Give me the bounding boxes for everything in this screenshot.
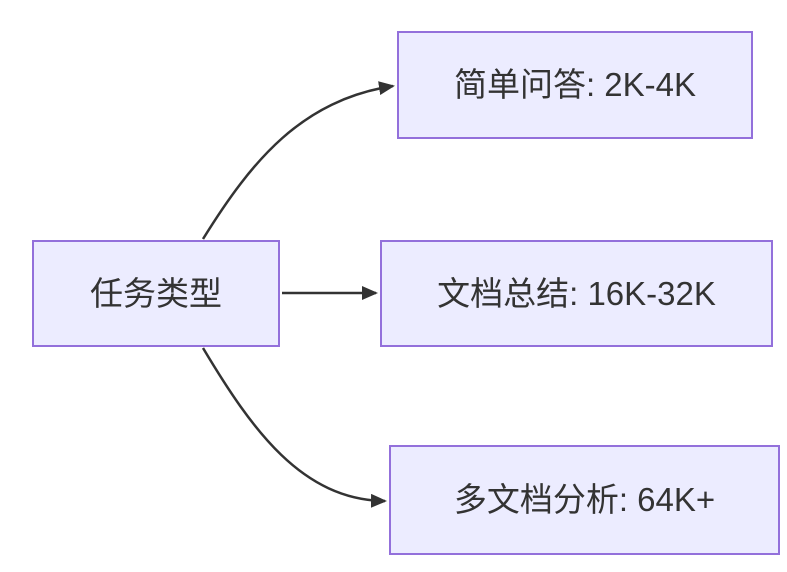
node-doc-summary: 文档总结: 16K-32K: [380, 240, 773, 347]
node-task-type-label: 任务类型: [90, 274, 222, 312]
node-simple-qa: 简单问答: 2K-4K: [397, 31, 753, 139]
node-doc-summary-label: 文档总结: 16K-32K: [437, 274, 716, 312]
node-multi-doc: 多文档分析: 64K+: [389, 445, 780, 555]
node-task-type: 任务类型: [32, 240, 280, 347]
node-multi-doc-label: 多文档分析: 64K+: [453, 481, 716, 519]
edge-task-to-simple-qa: [201, 81, 395, 240]
edge-task-to-multi-doc: [201, 347, 387, 508]
node-simple-qa-label: 简单问答: 2K-4K: [453, 66, 697, 104]
